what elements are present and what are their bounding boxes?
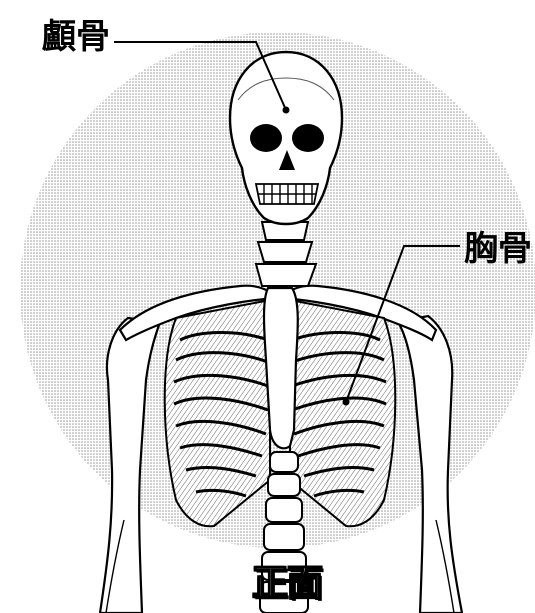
right-eye-socket bbox=[292, 124, 324, 152]
sternum-label: 胸骨 bbox=[464, 232, 532, 266]
view-caption: 正面 bbox=[252, 566, 322, 602]
left-eye-socket bbox=[250, 124, 282, 152]
sternum-bone bbox=[264, 288, 298, 448]
skull-label: 顱骨 bbox=[42, 20, 110, 54]
